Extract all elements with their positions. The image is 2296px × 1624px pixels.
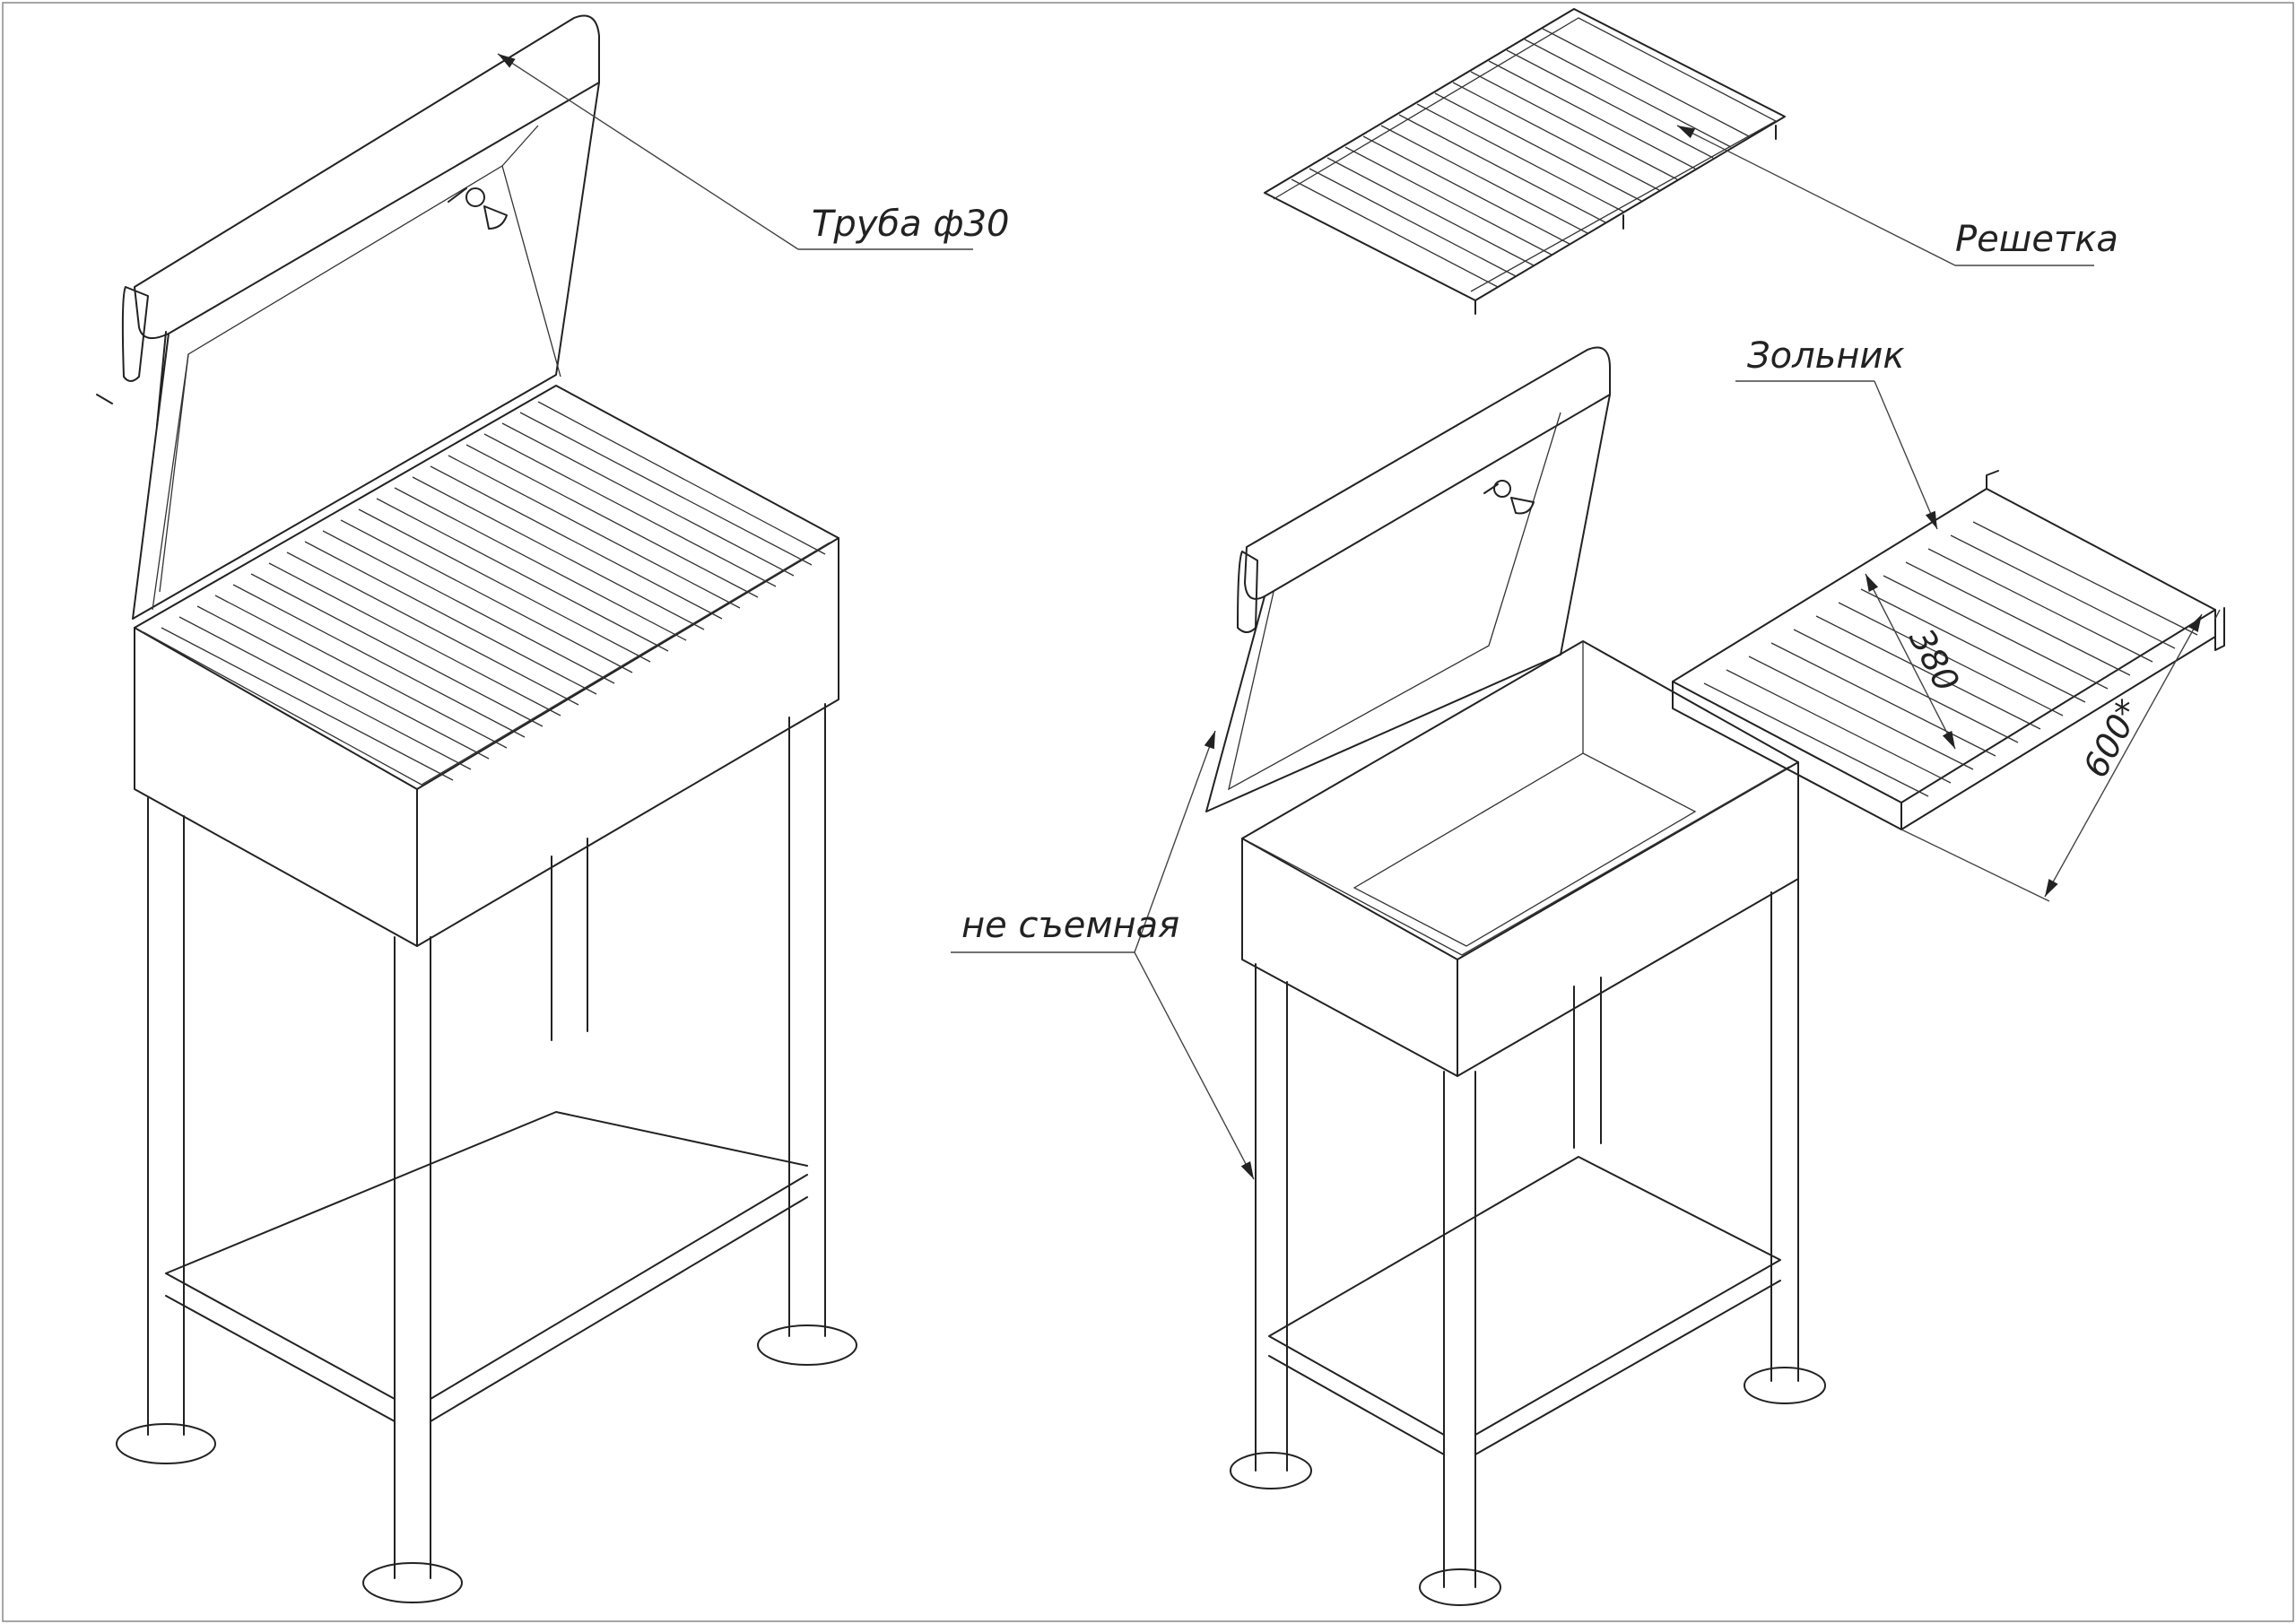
dimension-length-text: 600* bbox=[2075, 693, 2149, 784]
firebox-right bbox=[1241, 640, 1799, 1077]
label-pipe: Труба ф30 bbox=[812, 204, 1010, 245]
grill-exploded bbox=[1205, 8, 2225, 1606]
stand-left bbox=[116, 703, 857, 1603]
label-fixed: не съемная bbox=[961, 905, 1179, 946]
label-ash-pan: Зольник bbox=[1747, 335, 1905, 377]
callout-pipe: Труба ф30 bbox=[497, 53, 1010, 250]
lid-right bbox=[1205, 346, 1611, 812]
grill-assembled bbox=[96, 14, 857, 1603]
callout-fixed: не съемная bbox=[951, 730, 1255, 1180]
label-grate: Решетка bbox=[1955, 219, 2118, 260]
lid-left bbox=[96, 14, 600, 620]
callout-ash-pan: Зольник bbox=[1735, 335, 1938, 530]
stand-right bbox=[1230, 878, 1826, 1606]
grate-part bbox=[1264, 8, 1786, 315]
callout-grate: Решетка bbox=[1676, 125, 2118, 266]
firebox-left bbox=[134, 385, 839, 947]
